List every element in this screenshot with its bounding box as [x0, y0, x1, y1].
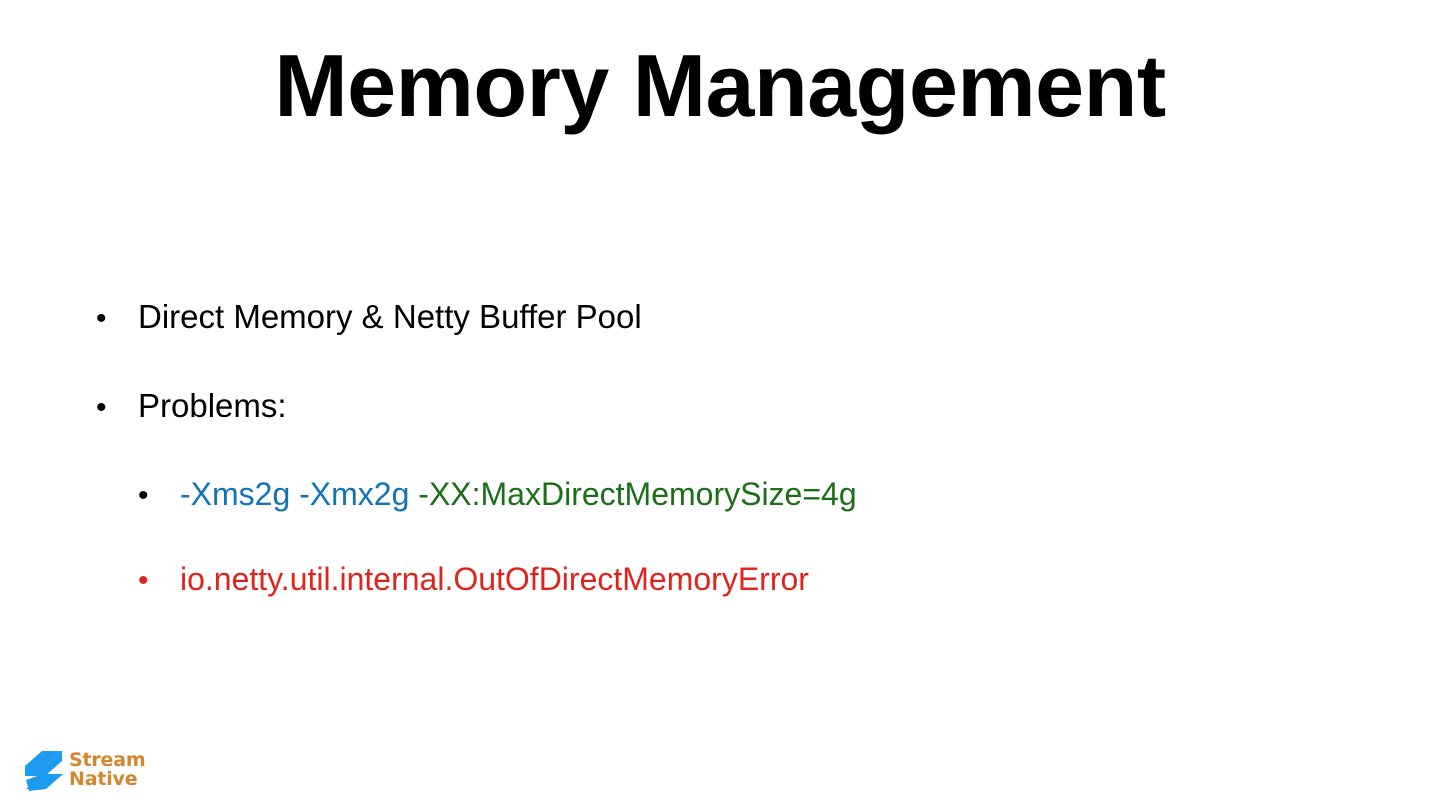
- bullet-text-segment: io.netty.util.internal.OutOfDirectMemory…: [180, 561, 809, 597]
- bullet-text-segment: Problems:: [138, 387, 287, 424]
- streamnative-mark-icon: [22, 747, 66, 793]
- bullet-text-segment: -XX:MaxDirectMemorySize=4g: [418, 476, 857, 512]
- bullet-text: Direct Memory & Netty Buffer Pool: [138, 300, 1356, 333]
- page-title: Memory Management: [274, 36, 1166, 135]
- streamnative-logo: Stream Native: [22, 744, 146, 796]
- bullet-item: • -Xms2g -Xmx2g -XX:MaxDirectMemorySize=4…: [138, 478, 1356, 511]
- bullet-text: -Xms2g -Xmx2g -XX:MaxDirectMemorySize=4g: [180, 478, 1356, 510]
- bullet-item: • Direct Memory & Netty Buffer Pool: [96, 300, 1356, 334]
- bullet-marker-icon: •: [96, 391, 107, 424]
- bullet-marker-icon: •: [96, 302, 107, 335]
- logo-line-native: Native: [69, 768, 138, 790]
- streamnative-wordmark: Stream Native: [69, 749, 146, 790]
- bullet-marker-icon: •: [138, 479, 149, 512]
- bullet-text: Problems:: [138, 389, 1356, 422]
- bullet-text-segment: -Xms2g -Xmx2g: [180, 476, 419, 512]
- bullet-item: • io.netty.util.internal.OutOfDirectMemor…: [138, 563, 1356, 596]
- bullet-list: • Direct Memory & Netty Buffer Pool • Probl…: [96, 300, 1356, 596]
- bullet-item: • Problems:: [96, 389, 1356, 423]
- bullet-text: io.netty.util.internal.OutOfDirectMemory…: [180, 563, 1356, 595]
- bullet-text-segment: Direct Memory & Netty Buffer Pool: [138, 298, 642, 335]
- bullet-marker-icon: •: [138, 564, 149, 597]
- logo-line-stream: Stream: [69, 749, 146, 771]
